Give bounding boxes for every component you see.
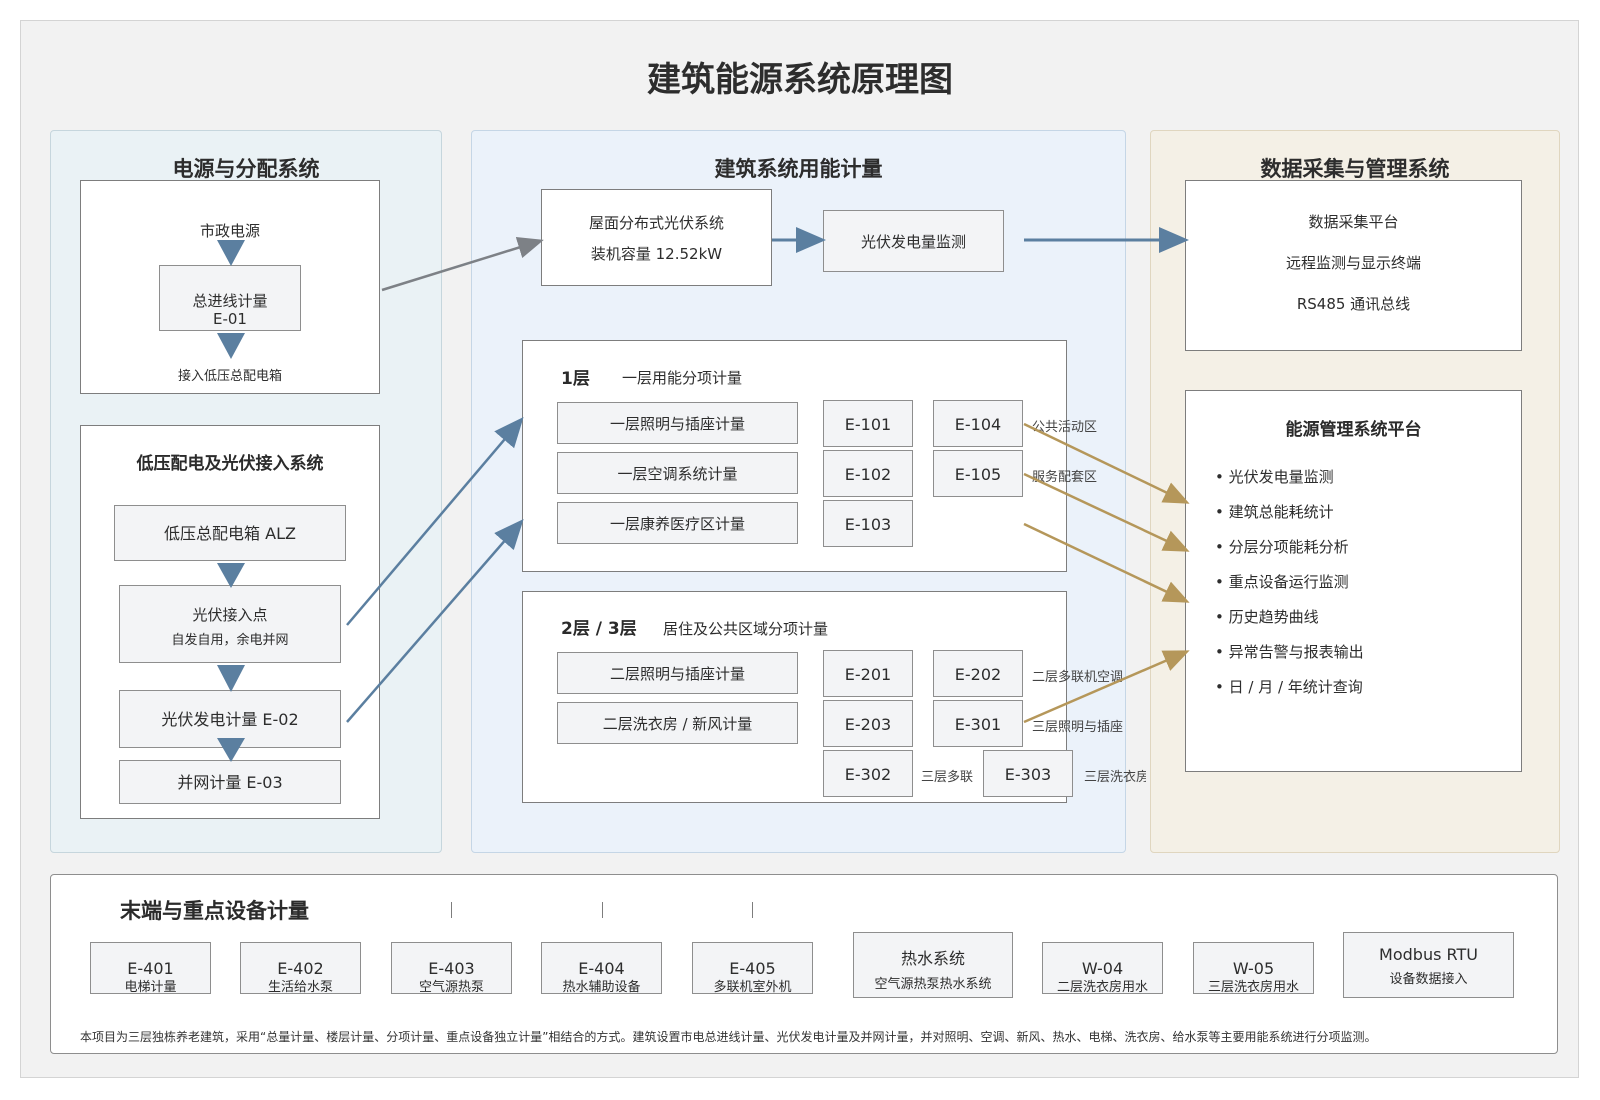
- acq-item: RS485 通讯总线: [1296, 295, 1411, 313]
- device-name: 三层洗衣房用水: [1207, 980, 1299, 995]
- meter-e103: E-103: [823, 500, 913, 547]
- floor23-desc: 居住及公共区域分项计量: [663, 620, 829, 638]
- feature-item: • 分层分项能耗分析: [1215, 538, 1349, 556]
- device-hot-water: 热水系统 空气源热泵热水系统: [853, 932, 1013, 998]
- device-name: 二层洗衣房用水: [1056, 980, 1148, 995]
- main-meter-code: E-01: [213, 310, 247, 328]
- pv-monitor-box: 光伏发电量监测: [823, 210, 1004, 272]
- device-name: 热水辅助设备: [562, 980, 641, 995]
- meter-e303: E-303: [983, 750, 1073, 797]
- meter-e301: E-301: [933, 700, 1023, 747]
- data-panel-title: 数据采集与管理系统: [1260, 157, 1450, 181]
- device-code: E-404: [578, 959, 625, 978]
- device-code: 热水系统: [900, 949, 965, 968]
- lv-main-box: 低压总配电箱 ALZ: [114, 505, 346, 561]
- feature-item: • 重点设备运行监测: [1215, 573, 1349, 591]
- main-meter-box: 总进线计量 E-01: [159, 265, 301, 331]
- device-e405: E-405 多联机室外机: [692, 942, 813, 995]
- lv-system-title: 低压配电及光伏接入系统: [136, 454, 324, 474]
- device-name: 生活给水泵: [267, 980, 333, 995]
- meter-note: 三层洗衣房: [1084, 770, 1146, 785]
- floor23-label: 2层 / 3层: [561, 619, 637, 639]
- device-name: 空气源热泵: [418, 980, 484, 995]
- divider-tick: [752, 902, 753, 918]
- main-meter-label: 总进线计量: [192, 292, 268, 310]
- feature-item: • 历史趋势曲线: [1215, 608, 1319, 626]
- floor1-label: 1层: [561, 369, 590, 389]
- terminal-panel-title: 末端与重点设备计量: [120, 899, 309, 923]
- meter-note: 公共活动区: [1032, 420, 1098, 435]
- device-e403: E-403 空气源热泵: [391, 942, 512, 995]
- feature-item: • 日 / 月 / 年统计查询: [1215, 678, 1363, 696]
- acquisition-box: 数据采集平台 远程监测与显示终端 RS485 通讯总线: [1185, 180, 1522, 351]
- floor23-item: 二层洗衣房 / 新风计量: [557, 702, 798, 744]
- city-power-label: 市政电源: [199, 222, 260, 240]
- floor1-item: 一层照明与插座计量: [557, 402, 798, 444]
- pv-meter-box: 光伏发电计量 E-02: [119, 690, 341, 748]
- floor1-desc: 一层用能分项计量: [622, 369, 743, 387]
- device-w05: W-05 三层洗衣房用水: [1193, 942, 1314, 995]
- device-code: E-402: [277, 959, 324, 978]
- footnote: 本项目为三层独栋养老建筑，采用“总量计量、楼层计量、分项计量、重点设备独立计量”…: [80, 1030, 1377, 1044]
- meter-note: 三层照明与插座: [1032, 720, 1124, 735]
- divider-tick: [602, 902, 603, 918]
- device-e402: E-402 生活给水泵: [240, 942, 361, 995]
- device-code: E-401: [127, 959, 174, 978]
- feature-list: • 光伏发电量监测 • 建筑总能耗统计 • 分层分项能耗分析 • 重点设备运行监…: [1215, 466, 1364, 711]
- meter-e203: E-203: [823, 700, 913, 747]
- pv-system-capacity: 装机容量 12.52kW: [590, 245, 723, 263]
- to-lv-label: 接入低压总配电箱: [177, 369, 282, 384]
- feature-item: • 建筑总能耗统计: [1215, 503, 1334, 521]
- feature-item: • 光伏发电量监测: [1215, 468, 1334, 486]
- device-name: 空气源热泵热水系统: [874, 977, 992, 992]
- acq-item: 数据采集平台: [1308, 213, 1399, 231]
- pv-system-label: 屋面分布式光伏系统: [588, 214, 724, 232]
- device-modbus: Modbus RTU 设备数据接入: [1343, 932, 1514, 998]
- device-code: W-04: [1081, 959, 1124, 978]
- meter-note: 三层多联: [921, 770, 974, 785]
- device-name: 设备数据接入: [1389, 972, 1468, 987]
- meter-note: 服务配套区: [1032, 470, 1098, 485]
- pv-access-sub: 自发自用，余电并网: [171, 633, 289, 648]
- grid-meter-box: 并网计量 E-03: [119, 760, 341, 804]
- device-w04: W-04 二层洗衣房用水: [1042, 942, 1163, 995]
- floor23-box: [522, 591, 1067, 803]
- pv-system-box: 屋面分布式光伏系统 装机容量 12.52kW: [541, 189, 772, 286]
- meter-e101: E-101: [823, 400, 913, 447]
- device-e401: E-401 电梯计量: [90, 942, 211, 995]
- device-name: 多联机室外机: [713, 980, 792, 995]
- meter-e102: E-102: [823, 450, 913, 497]
- diagram-title: 建筑能源系统原理图: [647, 60, 953, 100]
- pv-access-label: 光伏接入点: [192, 606, 268, 624]
- device-code: W-05: [1232, 959, 1275, 978]
- divider-tick: [451, 902, 452, 918]
- floor1-item: 一层康养医疗区计量: [557, 502, 798, 544]
- meter-note: 二层多联机空调: [1032, 670, 1124, 685]
- device-name: 电梯计量: [124, 980, 177, 995]
- acq-item: 远程监测与显示终端: [1285, 254, 1421, 272]
- meter-e105: E-105: [933, 450, 1023, 497]
- pv-access-box: 光伏接入点 自发自用，余电并网: [119, 585, 341, 663]
- device-code: E-403: [428, 959, 475, 978]
- device-code: Modbus RTU: [1379, 945, 1478, 964]
- meter-e104: E-104: [933, 400, 1023, 447]
- power-panel-title: 电源与分配系统: [172, 157, 320, 181]
- floor1-item: 一层空调系统计量: [557, 452, 798, 494]
- meter-e201: E-201: [823, 650, 913, 697]
- metering-panel-title: 建筑系统用能计量: [714, 157, 883, 181]
- ems-platform-title: 能源管理系统平台: [1285, 420, 1422, 440]
- device-code: E-405: [729, 959, 776, 978]
- feature-item: • 异常告警与报表输出: [1215, 643, 1364, 661]
- floor23-item: 二层照明与插座计量: [557, 652, 798, 694]
- device-e404: E-404 热水辅助设备: [541, 942, 662, 995]
- meter-e202: E-202: [933, 650, 1023, 697]
- meter-e302: E-302: [823, 750, 913, 797]
